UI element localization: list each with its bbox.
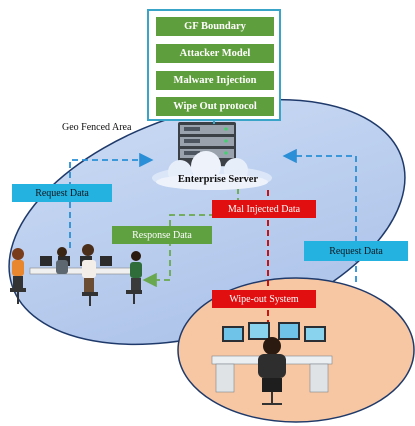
office-workers-icon: [10, 244, 142, 306]
enterprise-server-label: Enterprise Server: [177, 173, 259, 185]
request-data-right-label: Request Data: [304, 241, 408, 261]
mal-injected-data-label: Mal Injected Data: [212, 200, 316, 218]
step-attacker-model: Attacker Model: [156, 44, 274, 63]
geo-fenced-area-label: Geo Fenced Area: [62, 122, 132, 133]
request-data-right-connector: [282, 148, 357, 282]
step-wipe-out-protocol: Wipe Out protocol: [156, 97, 274, 116]
stack-connector: [213, 120, 215, 124]
attacker-workstation-icon: [211, 322, 333, 405]
step-malware-injection: Malware Injection: [156, 71, 274, 90]
cloud-icon: [152, 151, 272, 190]
response-data-connector: [142, 188, 239, 288]
process-stack: GF Boundary Attacker Model Malware Injec…: [147, 9, 281, 121]
request-data-left-label: Request Data: [12, 184, 112, 202]
response-data-label: Response Data: [112, 226, 212, 244]
request-data-left-connector: [69, 152, 154, 248]
wipe-out-system-label: Wipe-out System: [212, 290, 316, 308]
step-gf-boundary: GF Boundary: [156, 17, 274, 36]
attacker-zone-ellipse: [177, 277, 415, 423]
